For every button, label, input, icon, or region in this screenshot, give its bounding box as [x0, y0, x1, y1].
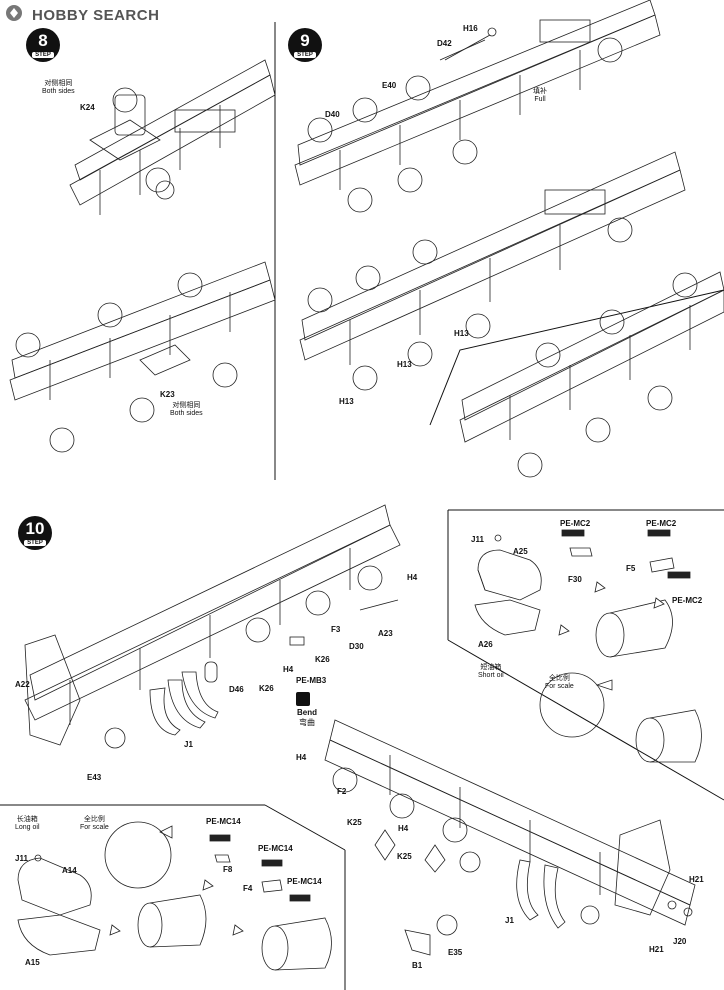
part-label-f2: F2	[337, 787, 347, 796]
step-10-number: 10	[25, 519, 45, 538]
step8-chassis-lower	[9, 261, 276, 453]
part-label-f4: F4	[243, 884, 253, 893]
note-long-oil-cn: 长油箱	[16, 816, 38, 823]
part-label-d30: D30	[349, 642, 364, 651]
step10-chassis-main	[24, 504, 401, 749]
part-label-a23: A23	[378, 629, 393, 638]
note-short-oil-cn: 短油箱	[480, 664, 502, 671]
part-label-f8: F8	[223, 865, 233, 874]
note-long-oil: 长油箱 Long oil	[15, 816, 40, 832]
logo-icon	[6, 5, 22, 21]
part-label-j20: J20	[673, 937, 687, 946]
short-oil-tank-drawings	[474, 529, 702, 763]
note-for-scale-en: For scale	[80, 824, 109, 832]
part-label-e40: E40	[382, 81, 397, 90]
part-label-d42: D42	[437, 39, 452, 48]
step9-chassis-middle	[299, 151, 686, 391]
part-label-h21: H21	[649, 945, 664, 954]
step-8-badge: 8 STEP	[26, 28, 60, 62]
part-label-f30: F30	[568, 575, 582, 584]
note-both-sides-en: Both sides	[170, 410, 203, 418]
step-8-word: STEP	[32, 52, 54, 58]
part-label-j1: J1	[505, 916, 514, 925]
part-label-h13: H13	[454, 329, 469, 338]
step8-chassis-upper	[69, 59, 276, 215]
note-fill-en: Full	[534, 96, 546, 104]
step-9-word: STEP	[294, 52, 316, 58]
part-label-pe-mc2: PE-MC2	[672, 596, 703, 605]
part-label-k26: K26	[315, 655, 330, 664]
part-label-h4: H4	[283, 665, 294, 674]
step-8-number: 8	[38, 31, 48, 50]
note-for-scale-cn: 全比例	[83, 816, 105, 823]
step-9-badge: 9 STEP	[288, 28, 322, 62]
step10-chassis-lower	[324, 719, 696, 929]
part-label-k23: K23	[160, 390, 175, 399]
part-label-a14: A14	[62, 866, 77, 875]
bend-label-en: Bend	[297, 708, 317, 717]
part-label-f5: F5	[626, 564, 636, 573]
note-both-sides-upper: 对侧相同 Both sides	[42, 80, 75, 96]
note-fill: 填补 Full	[533, 88, 547, 104]
note-for-scale-short: 全比例 For scale	[545, 675, 574, 691]
part-label-j1: J1	[184, 740, 193, 749]
note-for-scale-cn: 全比例	[548, 675, 570, 682]
part-label-k25: K25	[347, 818, 362, 827]
note-both-sides-cn: 对侧相同	[44, 80, 73, 87]
part-label-k26: K26	[259, 684, 274, 693]
step9-chassis-lower	[459, 271, 724, 478]
part-label-h4: H4	[407, 573, 418, 582]
note-short-oil: 短油箱 Short oil	[478, 664, 504, 680]
part-label-a15: A15	[25, 958, 40, 967]
note-both-sides-lower: 对侧相同 Both sides	[170, 402, 203, 418]
bend-icon	[296, 692, 310, 706]
step9-chassis-upper	[294, 0, 661, 213]
logo-text: HOBBY SEARCH	[32, 7, 160, 24]
note-long-oil-en: Long oil	[15, 824, 40, 832]
part-label-h4: H4	[398, 824, 409, 833]
part-label-j11: J11	[15, 854, 28, 863]
part-label-a26: A26	[478, 640, 493, 649]
note-both-sides-cn: 对侧相同	[172, 402, 201, 409]
part-label-a22: A22	[15, 680, 30, 689]
part-label-h4: H4	[296, 753, 307, 762]
note-both-sides-en: Both sides	[42, 88, 75, 96]
part-label-h13: H13	[397, 360, 412, 369]
part-label-h16: H16	[463, 24, 478, 33]
step-9-number: 9	[300, 31, 310, 50]
hobby-search-logo: HOBBY SEARCH	[4, 3, 174, 24]
part-label-pe-mc14: PE-MC14	[258, 844, 293, 853]
step-10-badge: 10 STEP	[18, 516, 52, 550]
long-oil-tank-drawings	[17, 821, 332, 971]
part-label-k24: K24	[80, 103, 95, 112]
part-label-e35: E35	[448, 948, 463, 957]
part-label-pe-mc14: PE-MC14	[287, 877, 322, 886]
part-label-f3: F3	[331, 625, 341, 634]
part-label-b1: B1	[412, 961, 423, 970]
part-label-k25: K25	[397, 852, 412, 861]
note-for-scale-en: For scale	[545, 683, 574, 691]
note-for-scale-long: 全比例 For scale	[80, 816, 109, 832]
note-fill-cn: 填补	[533, 88, 547, 95]
step-10-word: STEP	[24, 540, 46, 546]
part-label-h21: H21	[689, 875, 704, 884]
part-label-pe-mc14: PE-MC14	[206, 817, 241, 826]
part-label-d40: D40	[325, 110, 340, 119]
part-label-h13: H13	[339, 397, 354, 406]
part-label-e43: E43	[87, 773, 102, 782]
part-label-d46: D46	[229, 685, 244, 694]
part-label-pe-mc2: PE-MC2	[646, 519, 677, 528]
part-label-pe-mb3: PE-MB3	[296, 676, 327, 685]
small-parts-drawings	[34, 27, 693, 956]
part-label-a25: A25	[513, 547, 528, 556]
bend-label-cn: 弯曲	[299, 718, 315, 727]
part-label-pe-mc2: PE-MC2	[560, 519, 591, 528]
part-label-j11: J11	[471, 535, 484, 544]
note-short-oil-en: Short oil	[478, 672, 504, 680]
